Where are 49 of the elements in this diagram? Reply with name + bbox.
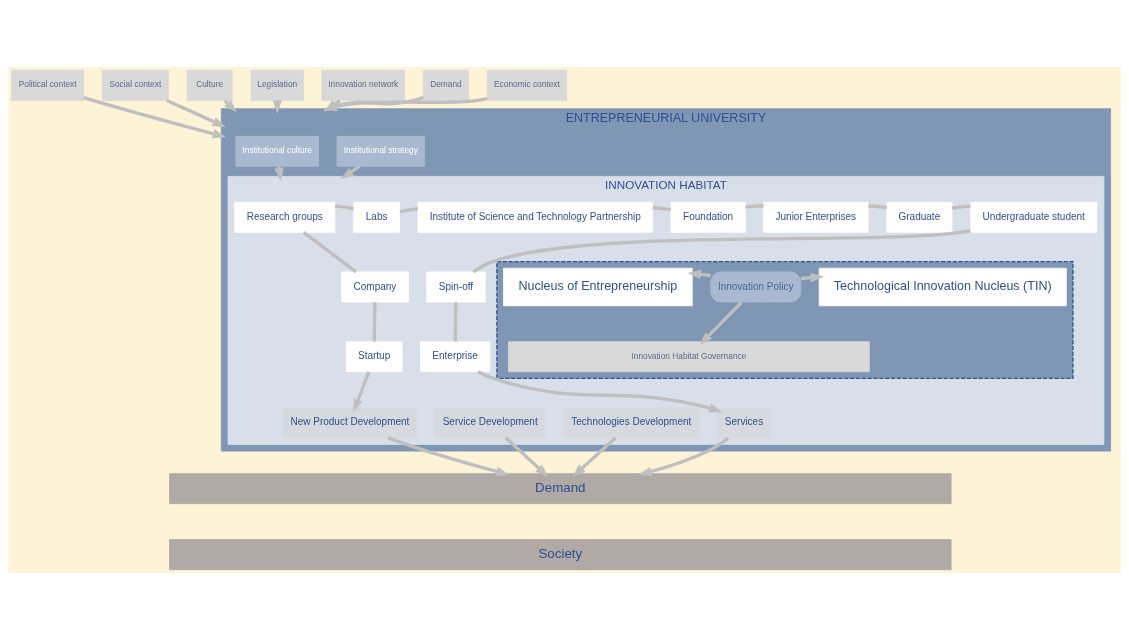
node-box: Nucleus of Entrepreneurship xyxy=(503,267,693,306)
node-box: Innovation Policy xyxy=(710,271,802,302)
arrow xyxy=(83,95,227,138)
arrow xyxy=(477,369,723,412)
node-box: New Product Development xyxy=(282,406,418,438)
node-box: Culture xyxy=(186,69,233,101)
arrow xyxy=(572,436,617,477)
connector xyxy=(453,301,458,341)
connector xyxy=(868,203,887,209)
arrow xyxy=(699,300,743,345)
connector xyxy=(472,228,971,273)
node-box: Society xyxy=(169,538,952,570)
node-box: Enterprise xyxy=(420,340,491,372)
node-box: Services xyxy=(717,406,771,438)
node-box: Demand xyxy=(169,472,952,504)
node-box: Undergraduate student xyxy=(970,201,1098,233)
node-box: Institute of Science and Technology Partnership xyxy=(417,201,653,233)
node-box: Spin-off xyxy=(426,271,486,302)
node-box: Institutional culture xyxy=(235,135,319,167)
connector xyxy=(302,230,358,273)
connector xyxy=(652,205,672,211)
connector xyxy=(951,204,971,210)
arrow xyxy=(638,436,730,476)
node-box: Institutional strategy xyxy=(336,135,426,167)
node-box: Labs xyxy=(353,201,400,233)
node-box: Foundation xyxy=(670,201,746,233)
node-box: Innovation network xyxy=(321,69,405,101)
node-box: Economic context xyxy=(486,69,567,101)
node-box: Company xyxy=(341,271,409,302)
connector xyxy=(372,301,377,341)
arrow xyxy=(387,435,510,476)
node-box: Technologies Development xyxy=(563,406,700,438)
connector xyxy=(745,203,764,209)
node-box: Graduate xyxy=(886,201,953,233)
arrow xyxy=(353,370,371,412)
node-box: Innovation Habitat Governance xyxy=(508,340,870,372)
node-box: Social context xyxy=(101,69,169,101)
node-box: Political context xyxy=(11,69,84,101)
node-box: Technological Innovation Nucleus (TIN) xyxy=(818,267,1067,306)
node-box: Startup xyxy=(345,340,403,372)
node-box: Service Development xyxy=(435,406,546,438)
connector xyxy=(399,206,419,213)
connector xyxy=(334,203,354,210)
node-box: Junior Enterprises xyxy=(763,201,869,233)
cluster xyxy=(496,260,1074,379)
node-box: Research groups xyxy=(234,201,336,233)
arrow xyxy=(166,98,226,127)
node-box: Demand xyxy=(422,69,469,101)
arrow xyxy=(504,436,549,477)
